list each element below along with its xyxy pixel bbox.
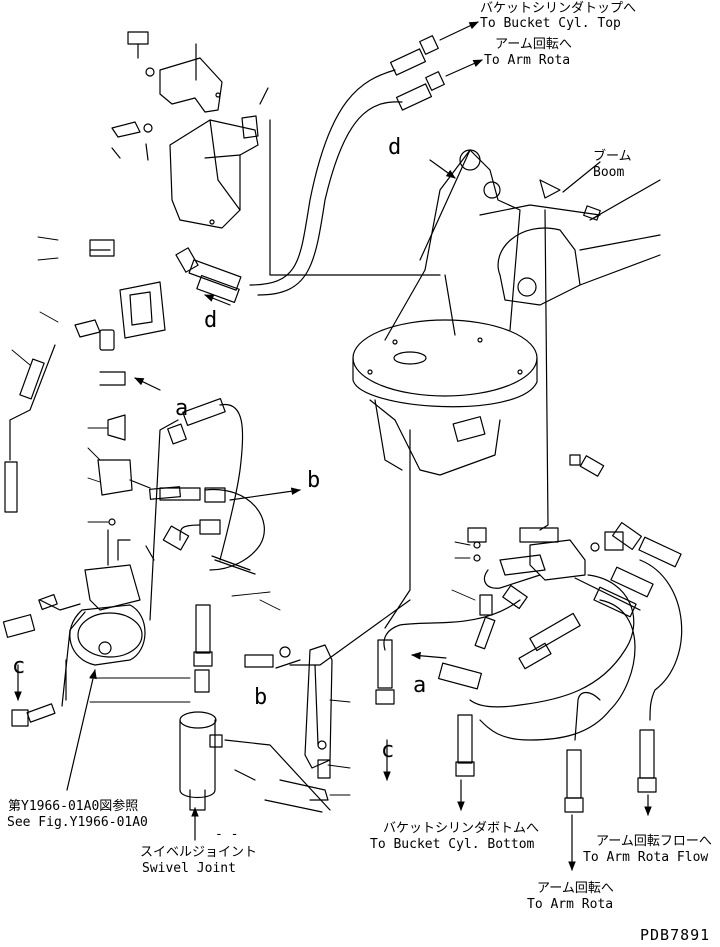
arm-rota-top-jp-label: アーム回転へ: [495, 37, 572, 52]
drawing-reference: PDB7891: [640, 926, 711, 944]
arm-rota-bottom-jp-label: アーム回転へ: [537, 881, 614, 896]
callout-c-right: c: [381, 738, 395, 763]
boom-en-label: Boom: [593, 165, 625, 180]
swivel-marks: - -: [215, 827, 239, 842]
callout-d-mid: d: [204, 308, 218, 333]
swivel-jp-label: スイベルジョイント: [140, 845, 258, 860]
bucket-top-en-label: To Bucket Cyl. Top: [480, 16, 621, 31]
arm-rota-bottom-en-label: To Arm Rota: [527, 897, 614, 912]
arm-rota-top-en-label: To Arm Rota: [484, 53, 571, 68]
swivel-joint: [179, 711, 331, 813]
left-valves: [2, 239, 242, 638]
hose-loop: [193, 403, 265, 693]
bucket-bottom-en-label: To Bucket Cyl. Bottom: [370, 837, 535, 852]
see-fig-jp-label: 第Y1966-01A0図参照: [8, 799, 139, 814]
callout-b-right: b: [307, 468, 321, 493]
cover-plates: [111, 31, 269, 229]
boom: [479, 179, 661, 306]
top-hoses: [249, 21, 483, 296]
arm-rota-flow-en-label: To Arm Rota Flow: [583, 850, 709, 865]
callout-d-top: d: [388, 135, 402, 160]
bucket-top-jp-label: バケットシリンダトップへ: [480, 1, 637, 16]
right-hoses: [375, 521, 683, 813]
pump-assembly: [11, 529, 146, 727]
connector-lines: [14, 119, 652, 871]
callout-a-left: a: [175, 396, 189, 421]
leader-lines: [11, 236, 476, 796]
right-valve-block: [467, 454, 624, 650]
left-fittings: [97, 397, 226, 561]
rotator-body: [352, 149, 538, 476]
bucket-bottom-jp-label: バケットシリンダボトムへ: [383, 821, 540, 836]
callout-a-right: a: [413, 673, 427, 698]
callout-c-left: c: [12, 654, 26, 679]
clamp-bracket: [244, 644, 333, 801]
swivel-en-label: Swivel Joint: [142, 861, 236, 876]
callout-b-left: b: [254, 685, 268, 710]
boom-jp-label: ブーム: [593, 149, 632, 164]
arm-rota-flow-jp-label: アーム回転フローへ: [596, 834, 712, 849]
see-fig-en-label: See Fig.Y1966-01A0: [7, 815, 148, 830]
